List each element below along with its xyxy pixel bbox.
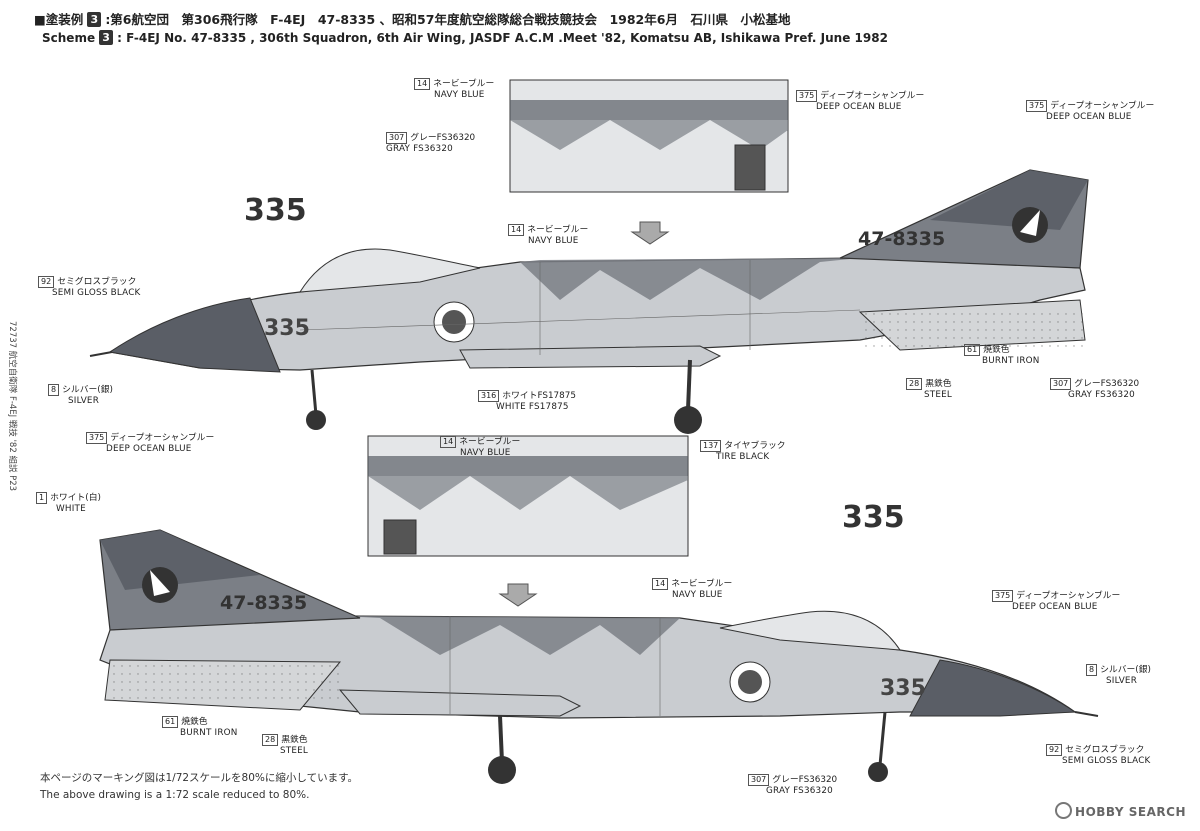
hobby-search-logo: HOBBY SEARCH [1055, 802, 1186, 819]
top-canopy [299, 248, 481, 293]
scale-note-en: The above drawing is a 1:72 scale reduce… [40, 789, 310, 801]
bottom-nose [909, 659, 1077, 717]
bottom-canopy [719, 610, 901, 651]
bottom-nose-gear [878, 711, 887, 766]
top-inset [509, 79, 789, 193]
top-aircraft [89, 169, 1089, 434]
bottom-tail-navy [100, 530, 260, 590]
bottom-main-wheel [488, 756, 516, 784]
top-nose-wheel [306, 410, 326, 430]
scale-note-jp: 本ページのマーキング図は1/72スケールを80%に縮小しています。 [40, 772, 359, 784]
bottom-main-gear [498, 715, 504, 763]
bottom-serial: 47-8335 [220, 592, 308, 614]
top-tail-navy [930, 170, 1088, 230]
bottom-tank [338, 689, 582, 717]
top-pitot [89, 351, 113, 357]
bottom-aircraft [99, 529, 1099, 784]
top-down-arrow [630, 221, 670, 245]
bottom-nose-wheel [868, 762, 888, 782]
top-serial: 47-8335 [858, 228, 946, 250]
top-nose [108, 297, 281, 373]
top-nose-gear [310, 369, 318, 416]
bottom-loose-number: 335 [842, 500, 905, 535]
top-loose-number: 335 [244, 193, 307, 228]
bottom-nose-number: 335 [880, 676, 926, 701]
top-camo [520, 258, 860, 300]
bottom-camo [340, 616, 680, 655]
bottom-inset [367, 435, 689, 557]
logo-ring-icon [1055, 802, 1073, 819]
top-nose-number: 335 [264, 316, 310, 341]
bottom-pitot [1074, 711, 1099, 717]
top-tank [459, 345, 722, 369]
bottom-down-arrow [498, 583, 538, 607]
top-main-gear [686, 359, 692, 411]
top-main-wheel [674, 406, 702, 434]
